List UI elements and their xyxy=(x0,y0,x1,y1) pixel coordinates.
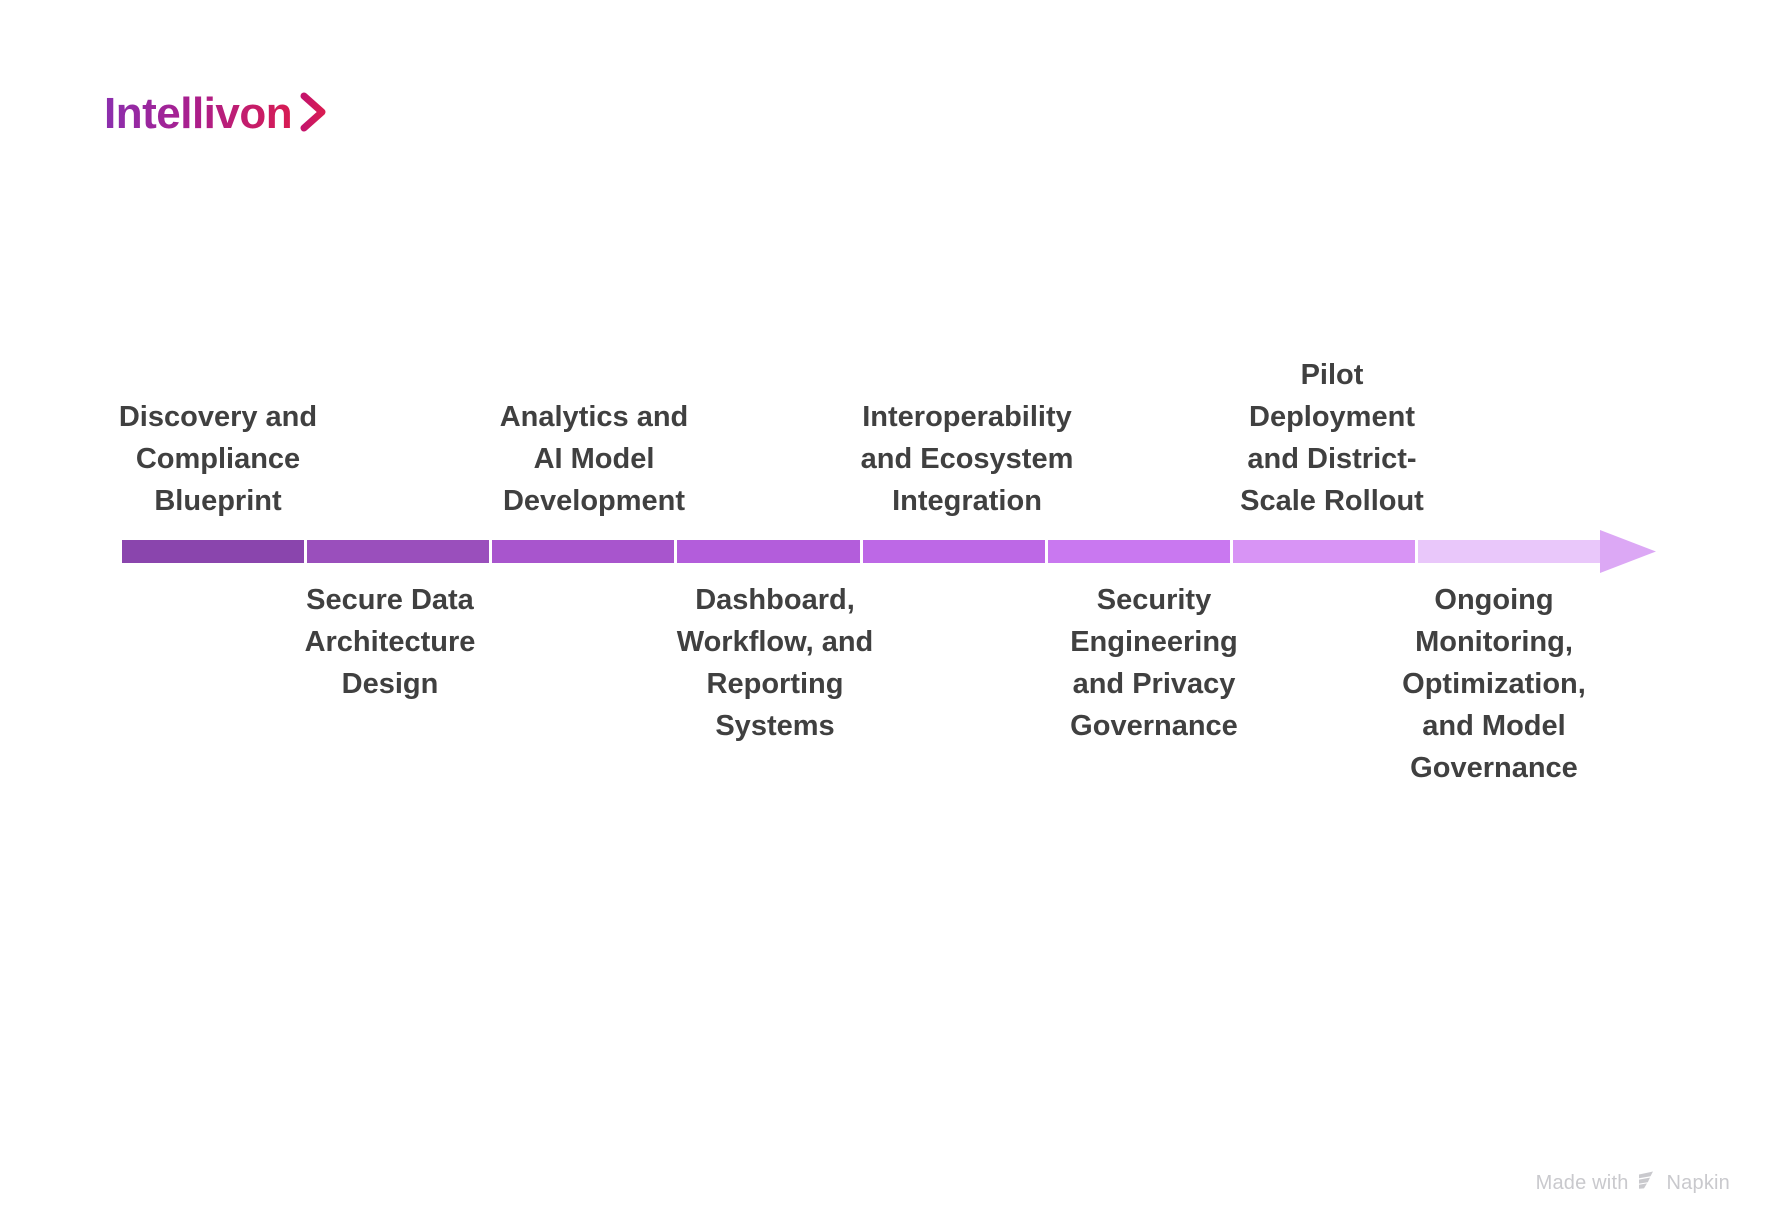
timeline-segment-5[interactable] xyxy=(862,540,1045,563)
timeline-step-8-label: Ongoing Monitoring, Optimization, and Mo… xyxy=(1402,584,1586,785)
timeline-step-3-label: Analytics and AI Model Development xyxy=(499,400,689,517)
timeline-step-7-label: Pilot Deployment and District- Scale Rol… xyxy=(1240,358,1424,517)
timeline-step-7[interactable]: Pilot Deployment and District- Scale Rol… xyxy=(1187,354,1477,522)
timeline-segment-3[interactable] xyxy=(492,540,675,563)
timeline-arrow-icon xyxy=(1600,530,1656,573)
timeline-step-1[interactable]: Discovery and Compliance Blueprint xyxy=(73,396,363,522)
timeline-segment-4[interactable] xyxy=(677,540,860,563)
brand-name: Intellivon xyxy=(104,88,293,138)
brand-logo: Intellivon xyxy=(104,88,332,139)
timeline-step-6[interactable]: Security Engineering and Privacy Governa… xyxy=(1009,579,1299,747)
timeline-diagram: Discovery and Compliance Blueprint Analy… xyxy=(119,359,1656,784)
timeline-step-4-label: Dashboard, Workflow, and Reporting Syste… xyxy=(676,584,874,743)
made-with-napkin-watermark: Made with Napkin xyxy=(1536,1170,1730,1196)
timeline-bar xyxy=(122,540,1600,563)
timeline-step-1-label: Discovery and Compliance Blueprint xyxy=(118,400,318,517)
timeline-step-2[interactable]: Secure Data Architecture Design xyxy=(245,579,535,705)
timeline-segment-2[interactable] xyxy=(307,540,490,563)
timeline-step-4[interactable]: Dashboard, Workflow, and Reporting Syste… xyxy=(630,579,920,747)
timeline-step-8[interactable]: Ongoing Monitoring, Optimization, and Mo… xyxy=(1349,579,1639,789)
napkin-product-label: Napkin xyxy=(1666,1171,1730,1194)
made-with-label: Made with xyxy=(1535,1171,1629,1194)
timeline-segment-8[interactable] xyxy=(1417,540,1600,563)
chevron-right-icon xyxy=(298,90,332,139)
timeline-step-5-label: Interoperability and Ecosystem Integrati… xyxy=(860,400,1074,517)
timeline-segment-1[interactable] xyxy=(122,540,305,563)
timeline-step-2-label: Secure Data Architecture Design xyxy=(304,584,476,701)
timeline-labels-above: Discovery and Compliance Blueprint Analy… xyxy=(119,222,1600,522)
napkin-logo-icon xyxy=(1637,1170,1659,1196)
timeline-labels-below: Secure Data Architecture Design Dashboar… xyxy=(122,579,1600,879)
timeline-segment-7[interactable] xyxy=(1232,540,1415,563)
timeline-segment-6[interactable] xyxy=(1047,540,1230,563)
timeline-step-5[interactable]: Interoperability and Ecosystem Integrati… xyxy=(822,396,1112,522)
timeline-step-6-label: Security Engineering and Privacy Governa… xyxy=(1070,584,1238,743)
timeline-step-3[interactable]: Analytics and AI Model Development xyxy=(449,396,739,522)
